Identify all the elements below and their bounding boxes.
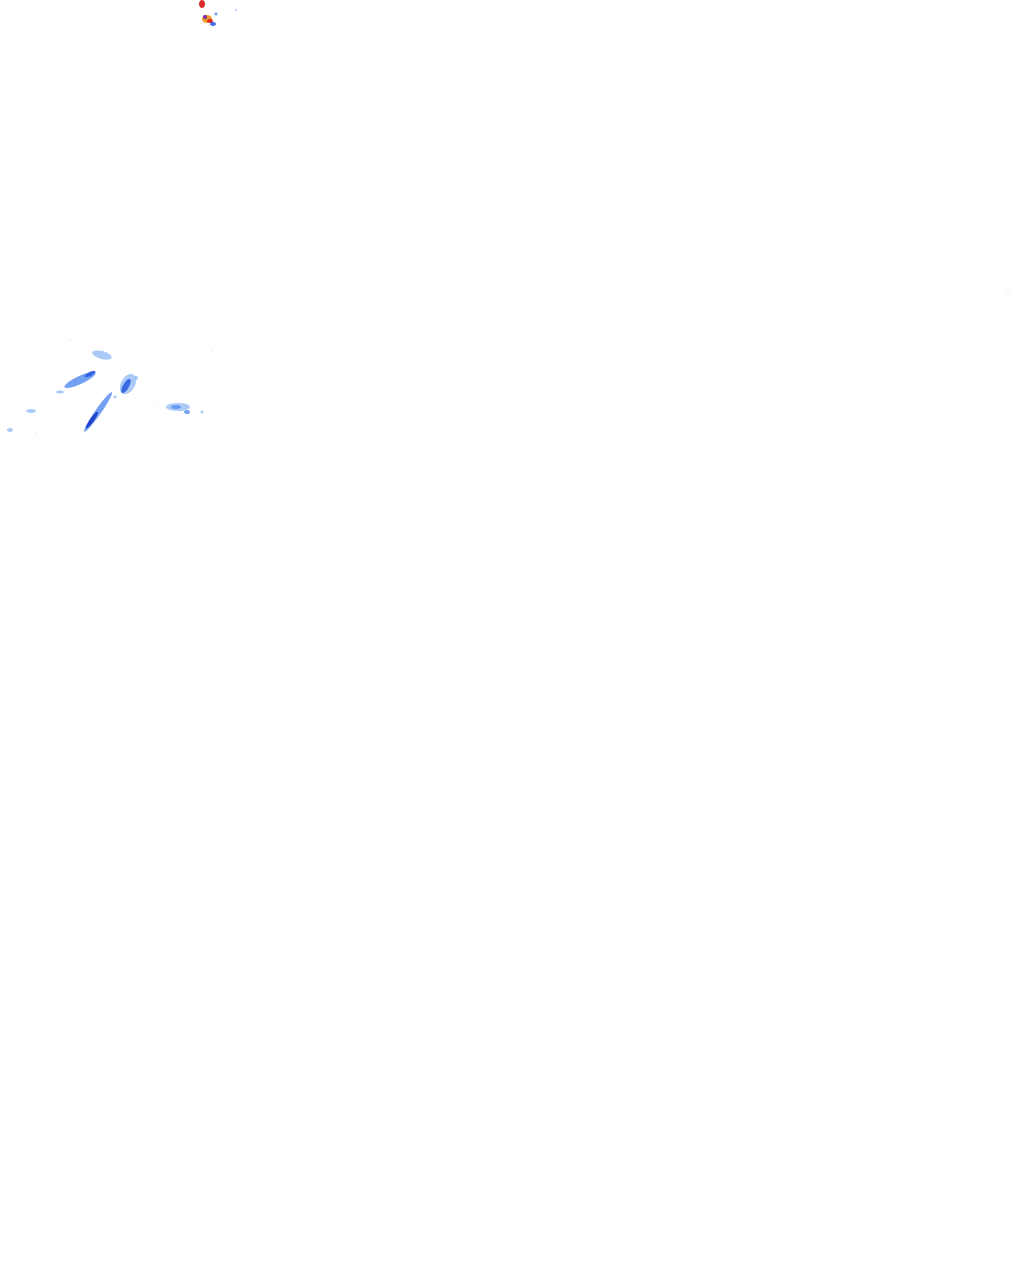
echo-north-1 [199,0,205,8]
echo-west-13 [56,390,64,394]
echo-west-10 [184,410,190,414]
echo-west-19 [211,349,213,351]
echo-west-22 [35,433,37,435]
echo-east-1 [1006,290,1010,292]
echo-north-3 [207,19,213,23]
echo-west-25 [1,499,3,501]
echo-west-5 [121,378,131,394]
echo-west-9 [171,405,181,409]
echo-west-14 [134,376,138,380]
rain-band-west [1,261,213,501]
echo-west-17 [69,339,71,341]
echo-west-3 [84,370,96,378]
echo-north-4 [210,22,216,26]
echo-west-1 [92,350,112,360]
echo-west-23 [15,267,17,269]
echo-north-6 [214,12,218,16]
echo-west-24 [61,261,63,263]
echo-west-11 [26,409,36,413]
echo-east-speck [1006,290,1010,292]
echo-west-21 [47,417,49,419]
echo-north-7 [235,9,237,11]
echo-west-12 [7,428,13,432]
echo-west-15 [113,395,117,399]
echo-west-16 [200,410,204,414]
echo-west-7 [86,411,98,429]
echo-north-5 [203,15,207,19]
storm-cell-north [199,0,237,26]
echo-west-18 [195,351,197,353]
echo-west-20 [157,401,159,403]
